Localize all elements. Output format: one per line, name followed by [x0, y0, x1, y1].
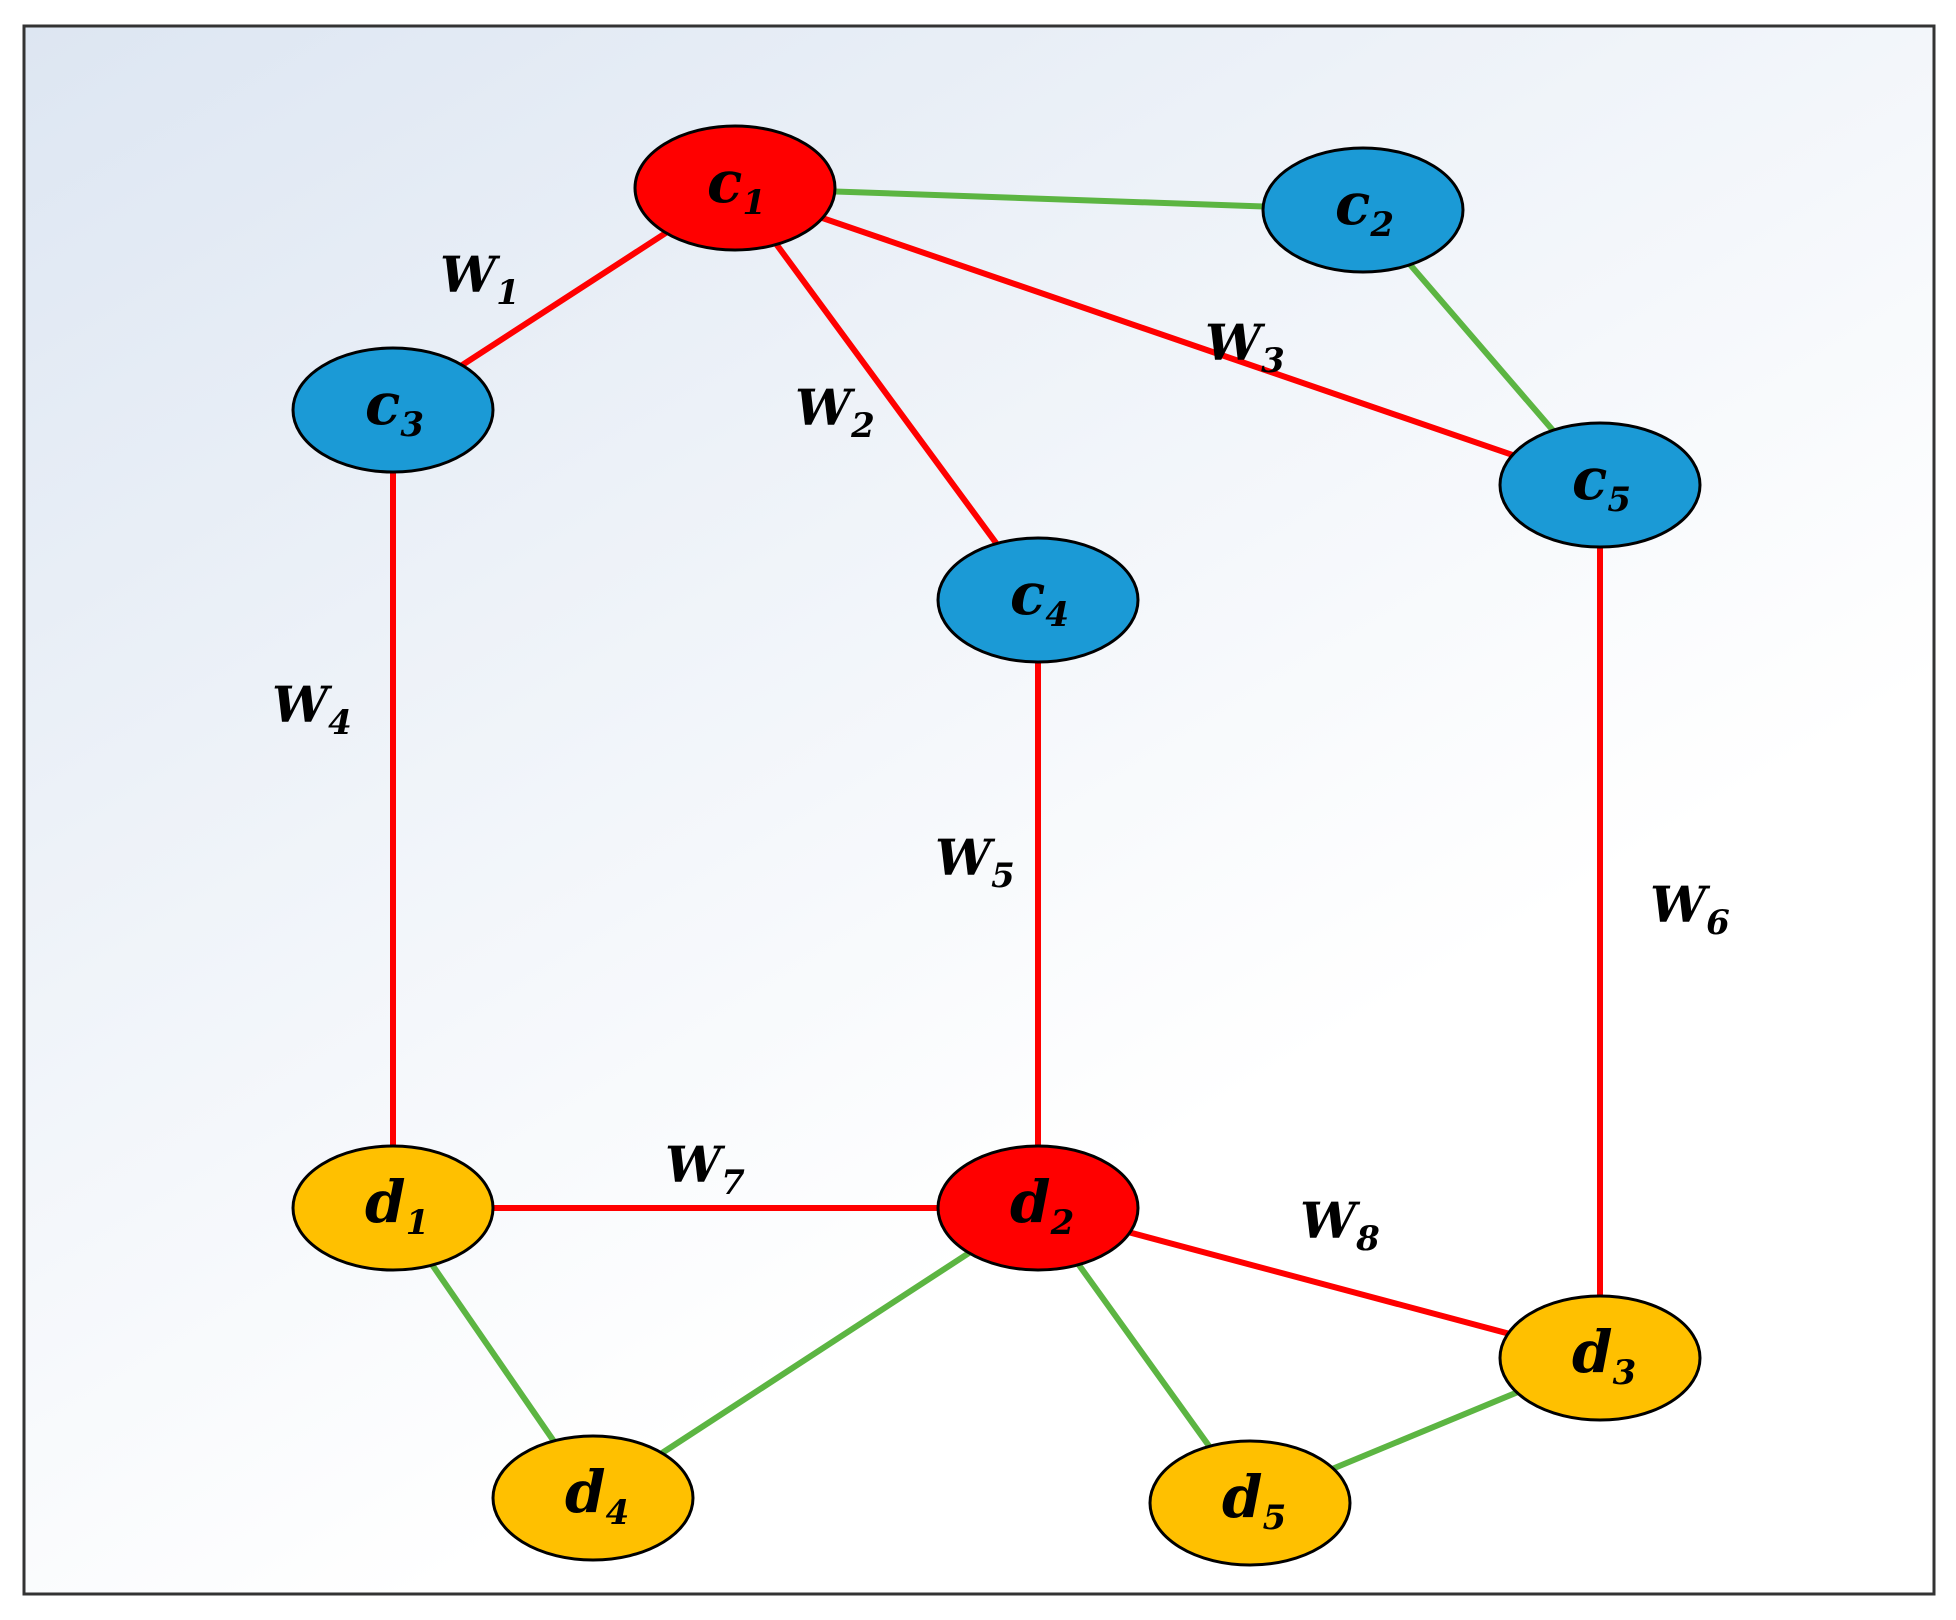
node-d1: d1: [291, 1144, 495, 1272]
node-label-c1: c1: [707, 148, 766, 223]
node-shape-d5: [1148, 1439, 1352, 1567]
node-shape-d3: [1498, 1294, 1702, 1422]
edge-label-W7: W7: [665, 1135, 745, 1203]
edge-c1-c4: [732, 186, 1041, 602]
node-shape-c2: [1261, 146, 1465, 274]
node-d3: d3: [1498, 1294, 1702, 1422]
node-d4: d4: [491, 1434, 695, 1562]
node-c1: c1: [633, 124, 837, 252]
node-shape-c5: [1498, 421, 1702, 549]
node-label-d1: d1: [365, 1168, 429, 1243]
node-c3: c3: [291, 346, 495, 474]
node-shape-d2: [936, 1144, 1140, 1272]
node-shape-d4: [491, 1434, 695, 1562]
nodes-layer: c1 c2 c3 c4 c5 d1 d2 d3 d4 d5: [291, 124, 1702, 1567]
node-c2: c2: [1261, 146, 1465, 274]
node-shape-c3: [291, 346, 495, 474]
node-c5: c5: [1498, 421, 1702, 549]
edge-d2-d4: [591, 1205, 1040, 1501]
node-label-c5: c5: [1572, 445, 1631, 520]
node-label-d5: d5: [1222, 1463, 1286, 1538]
node-shape-d1: [291, 1144, 495, 1272]
node-label-c3: c3: [365, 370, 424, 445]
edge-label-W6: W6: [1650, 875, 1730, 943]
node-label-c2: c2: [1335, 170, 1394, 245]
node-d2: d2: [936, 1144, 1140, 1272]
edge-label-W2: W2: [795, 378, 875, 446]
edge-c1-c5: [734, 185, 1601, 488]
edge-label-W5: W5: [935, 828, 1015, 896]
edge-c1-c2: [734, 185, 1364, 213]
edge-d2-d3: [1037, 1205, 1601, 1361]
edge-label-W3: W3: [1205, 313, 1285, 381]
node-label-c4: c4: [1010, 560, 1069, 635]
edge-label-W8: W8: [1300, 1191, 1380, 1259]
node-label-d4: d4: [565, 1458, 629, 1533]
node-c4: c4: [936, 536, 1140, 664]
node-d5: d5: [1148, 1439, 1352, 1567]
node-shape-c1: [633, 124, 837, 252]
edge-label-W1: W1: [440, 245, 520, 313]
node-shape-c4: [936, 536, 1140, 664]
node-label-d3: d3: [1572, 1318, 1636, 1393]
node-label-d2: d2: [1010, 1168, 1074, 1243]
edge-label-W4: W4: [272, 675, 352, 743]
